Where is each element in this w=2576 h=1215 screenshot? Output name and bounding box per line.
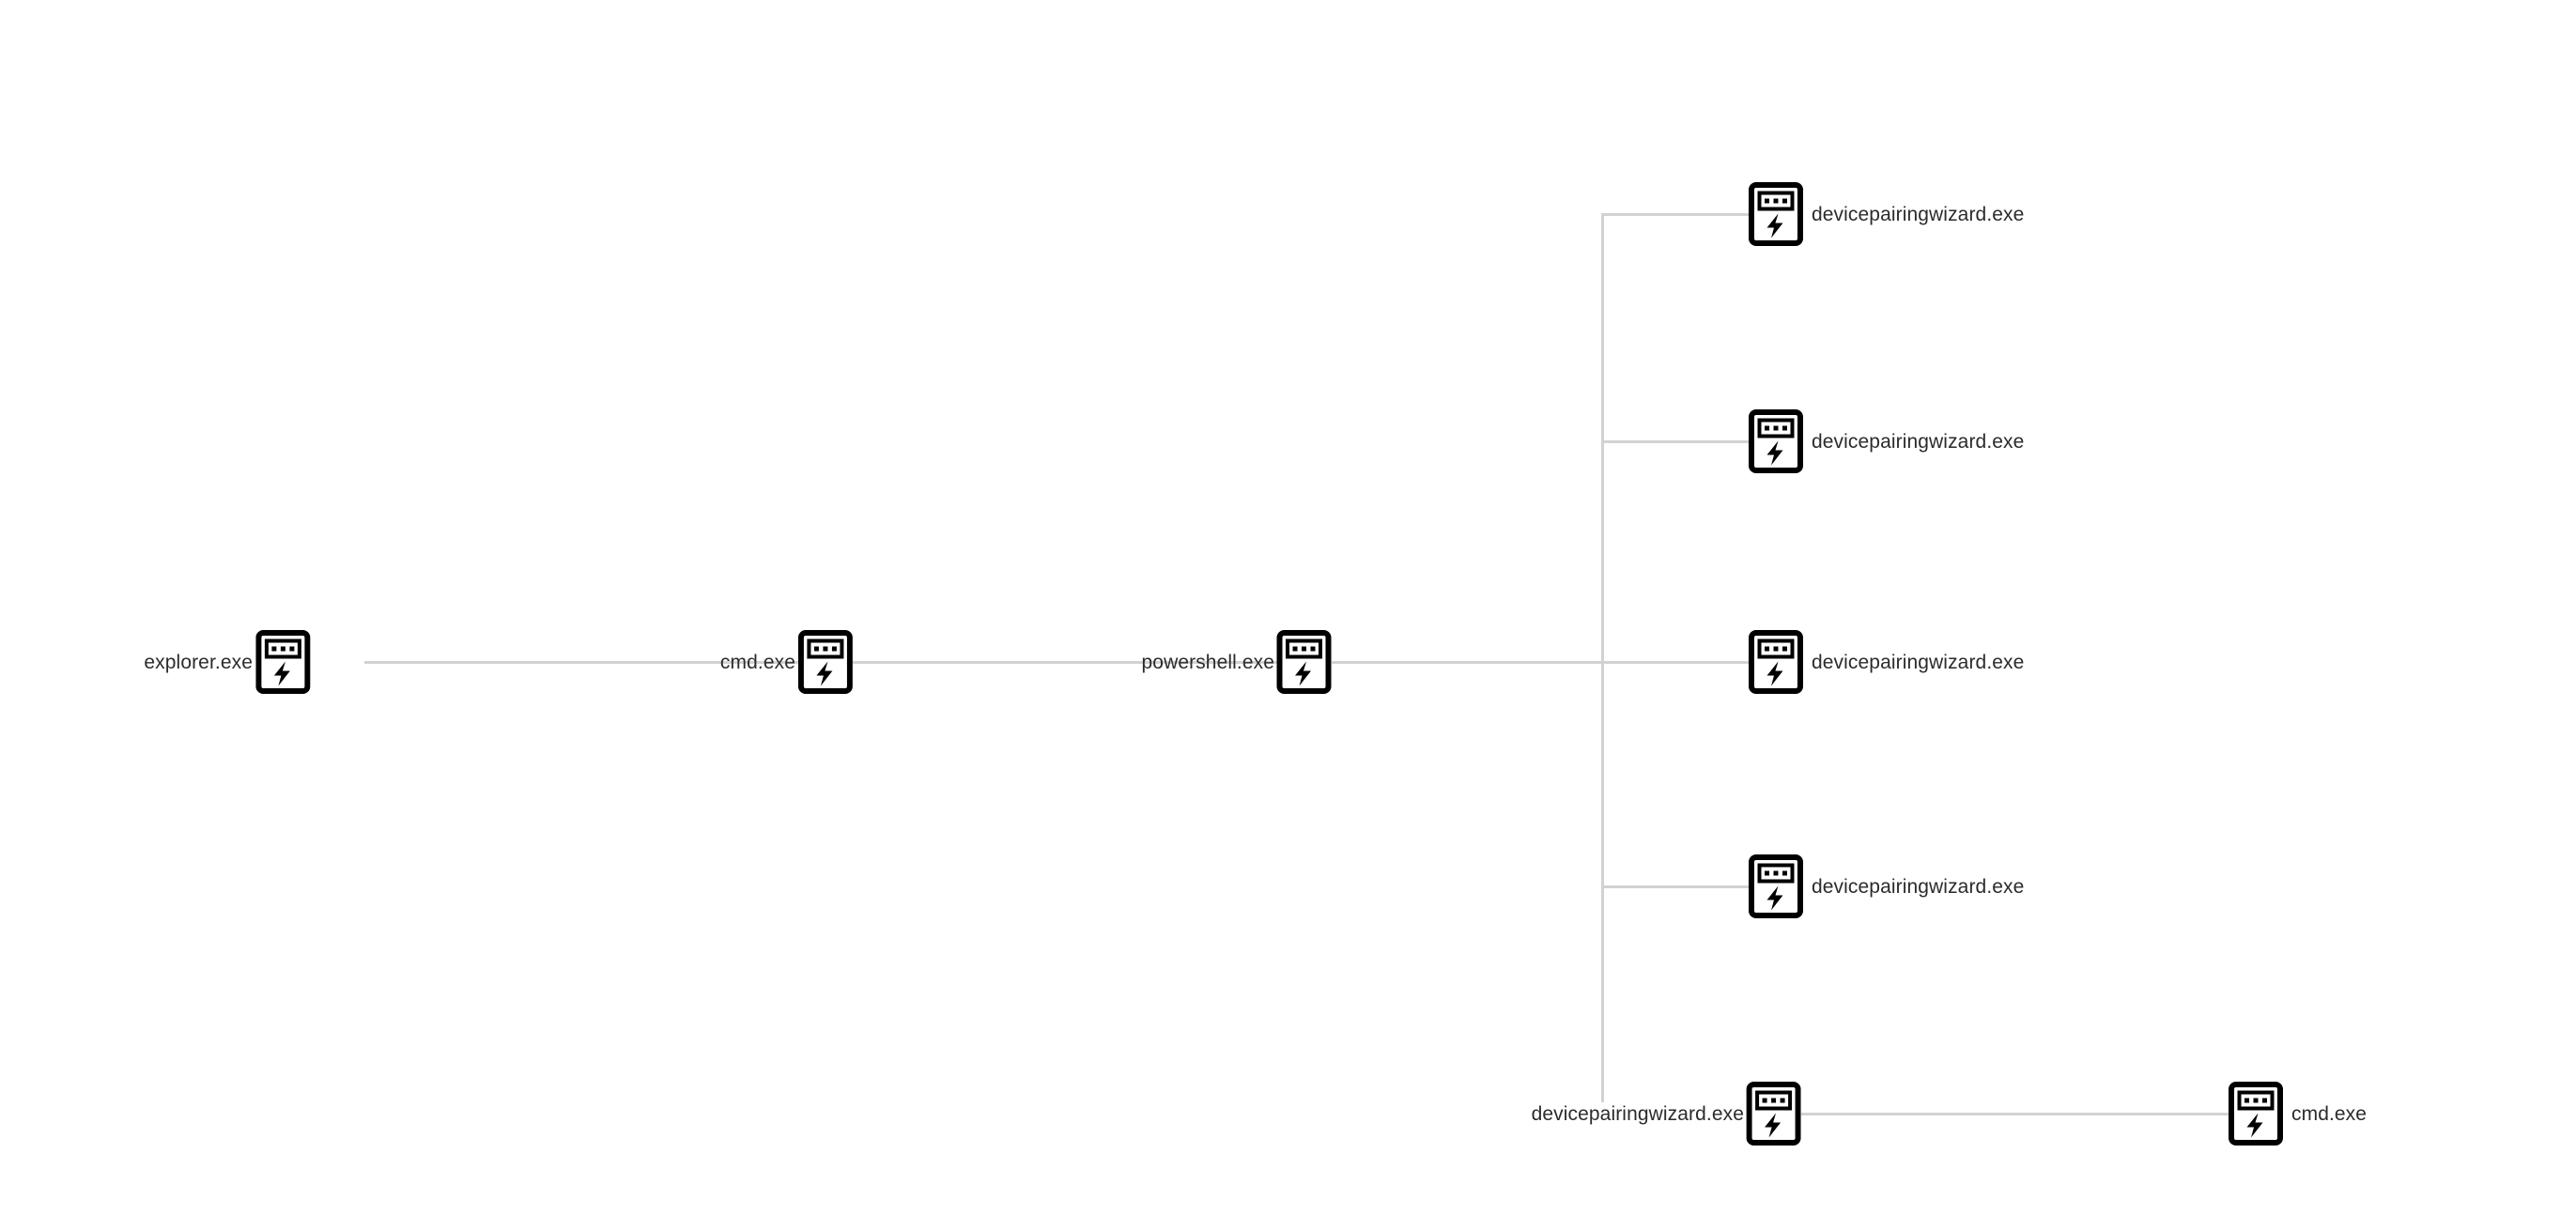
process-node-powershell[interactable]: powershell.exe [1142, 630, 1332, 694]
process-label-devicepairingwizard-3: devicepairingwizard.exe [1812, 651, 2025, 673]
process-executable-icon [1747, 1082, 1801, 1146]
edge-branch-4 [1601, 885, 1751, 888]
process-node-devicepairingwizard-1[interactable]: devicepairingwizard.exe [1749, 182, 2024, 246]
process-label-devicepairingwizard-5: devicepairingwizard.exe [1531, 1102, 1744, 1125]
edge-branch-2 [1601, 440, 1751, 443]
process-executable-icon [2229, 1082, 2283, 1146]
process-node-cmd-1[interactable]: cmd.exe [720, 630, 853, 694]
edge-explorer-to-cmd [364, 661, 798, 664]
process-executable-icon [1749, 409, 1803, 473]
process-executable-icon [255, 630, 310, 694]
process-label-devicepairingwizard-1: devicepairingwizard.exe [1812, 203, 2025, 225]
edge-devicepairingwizard-to-cmd [1801, 1113, 2230, 1115]
process-executable-icon [1749, 182, 1803, 246]
process-executable-icon [1749, 630, 1803, 694]
process-executable-icon [1277, 630, 1332, 694]
process-node-explorer[interactable]: explorer.exe [144, 630, 310, 694]
process-node-cmd-2[interactable]: cmd.exe [2229, 1082, 2367, 1146]
process-label-explorer: explorer.exe [144, 651, 253, 673]
edge-branch-1 [1601, 213, 1751, 216]
process-node-devicepairingwizard-5[interactable]: devicepairingwizard.exe [1532, 1082, 1801, 1146]
process-label-devicepairingwizard-4: devicepairingwizard.exe [1812, 875, 2025, 898]
edge-powershell-to-trunk [1332, 661, 1751, 664]
process-label-devicepairingwizard-2: devicepairingwizard.exe [1812, 430, 2025, 453]
process-node-devicepairingwizard-2[interactable]: devicepairingwizard.exe [1749, 409, 2024, 473]
edge-trunk-vertical [1601, 214, 1604, 1102]
process-label-cmd-1: cmd.exe [719, 651, 795, 673]
process-node-devicepairingwizard-3[interactable]: devicepairingwizard.exe [1749, 630, 2024, 694]
process-executable-icon [1749, 854, 1803, 918]
process-executable-icon [798, 630, 853, 694]
process-node-devicepairingwizard-4[interactable]: devicepairingwizard.exe [1749, 854, 2024, 918]
edge-cmd-to-powershell [853, 661, 1277, 664]
process-label-cmd-2: cmd.exe [2291, 1102, 2368, 1125]
process-label-powershell: powershell.exe [1141, 651, 1274, 673]
